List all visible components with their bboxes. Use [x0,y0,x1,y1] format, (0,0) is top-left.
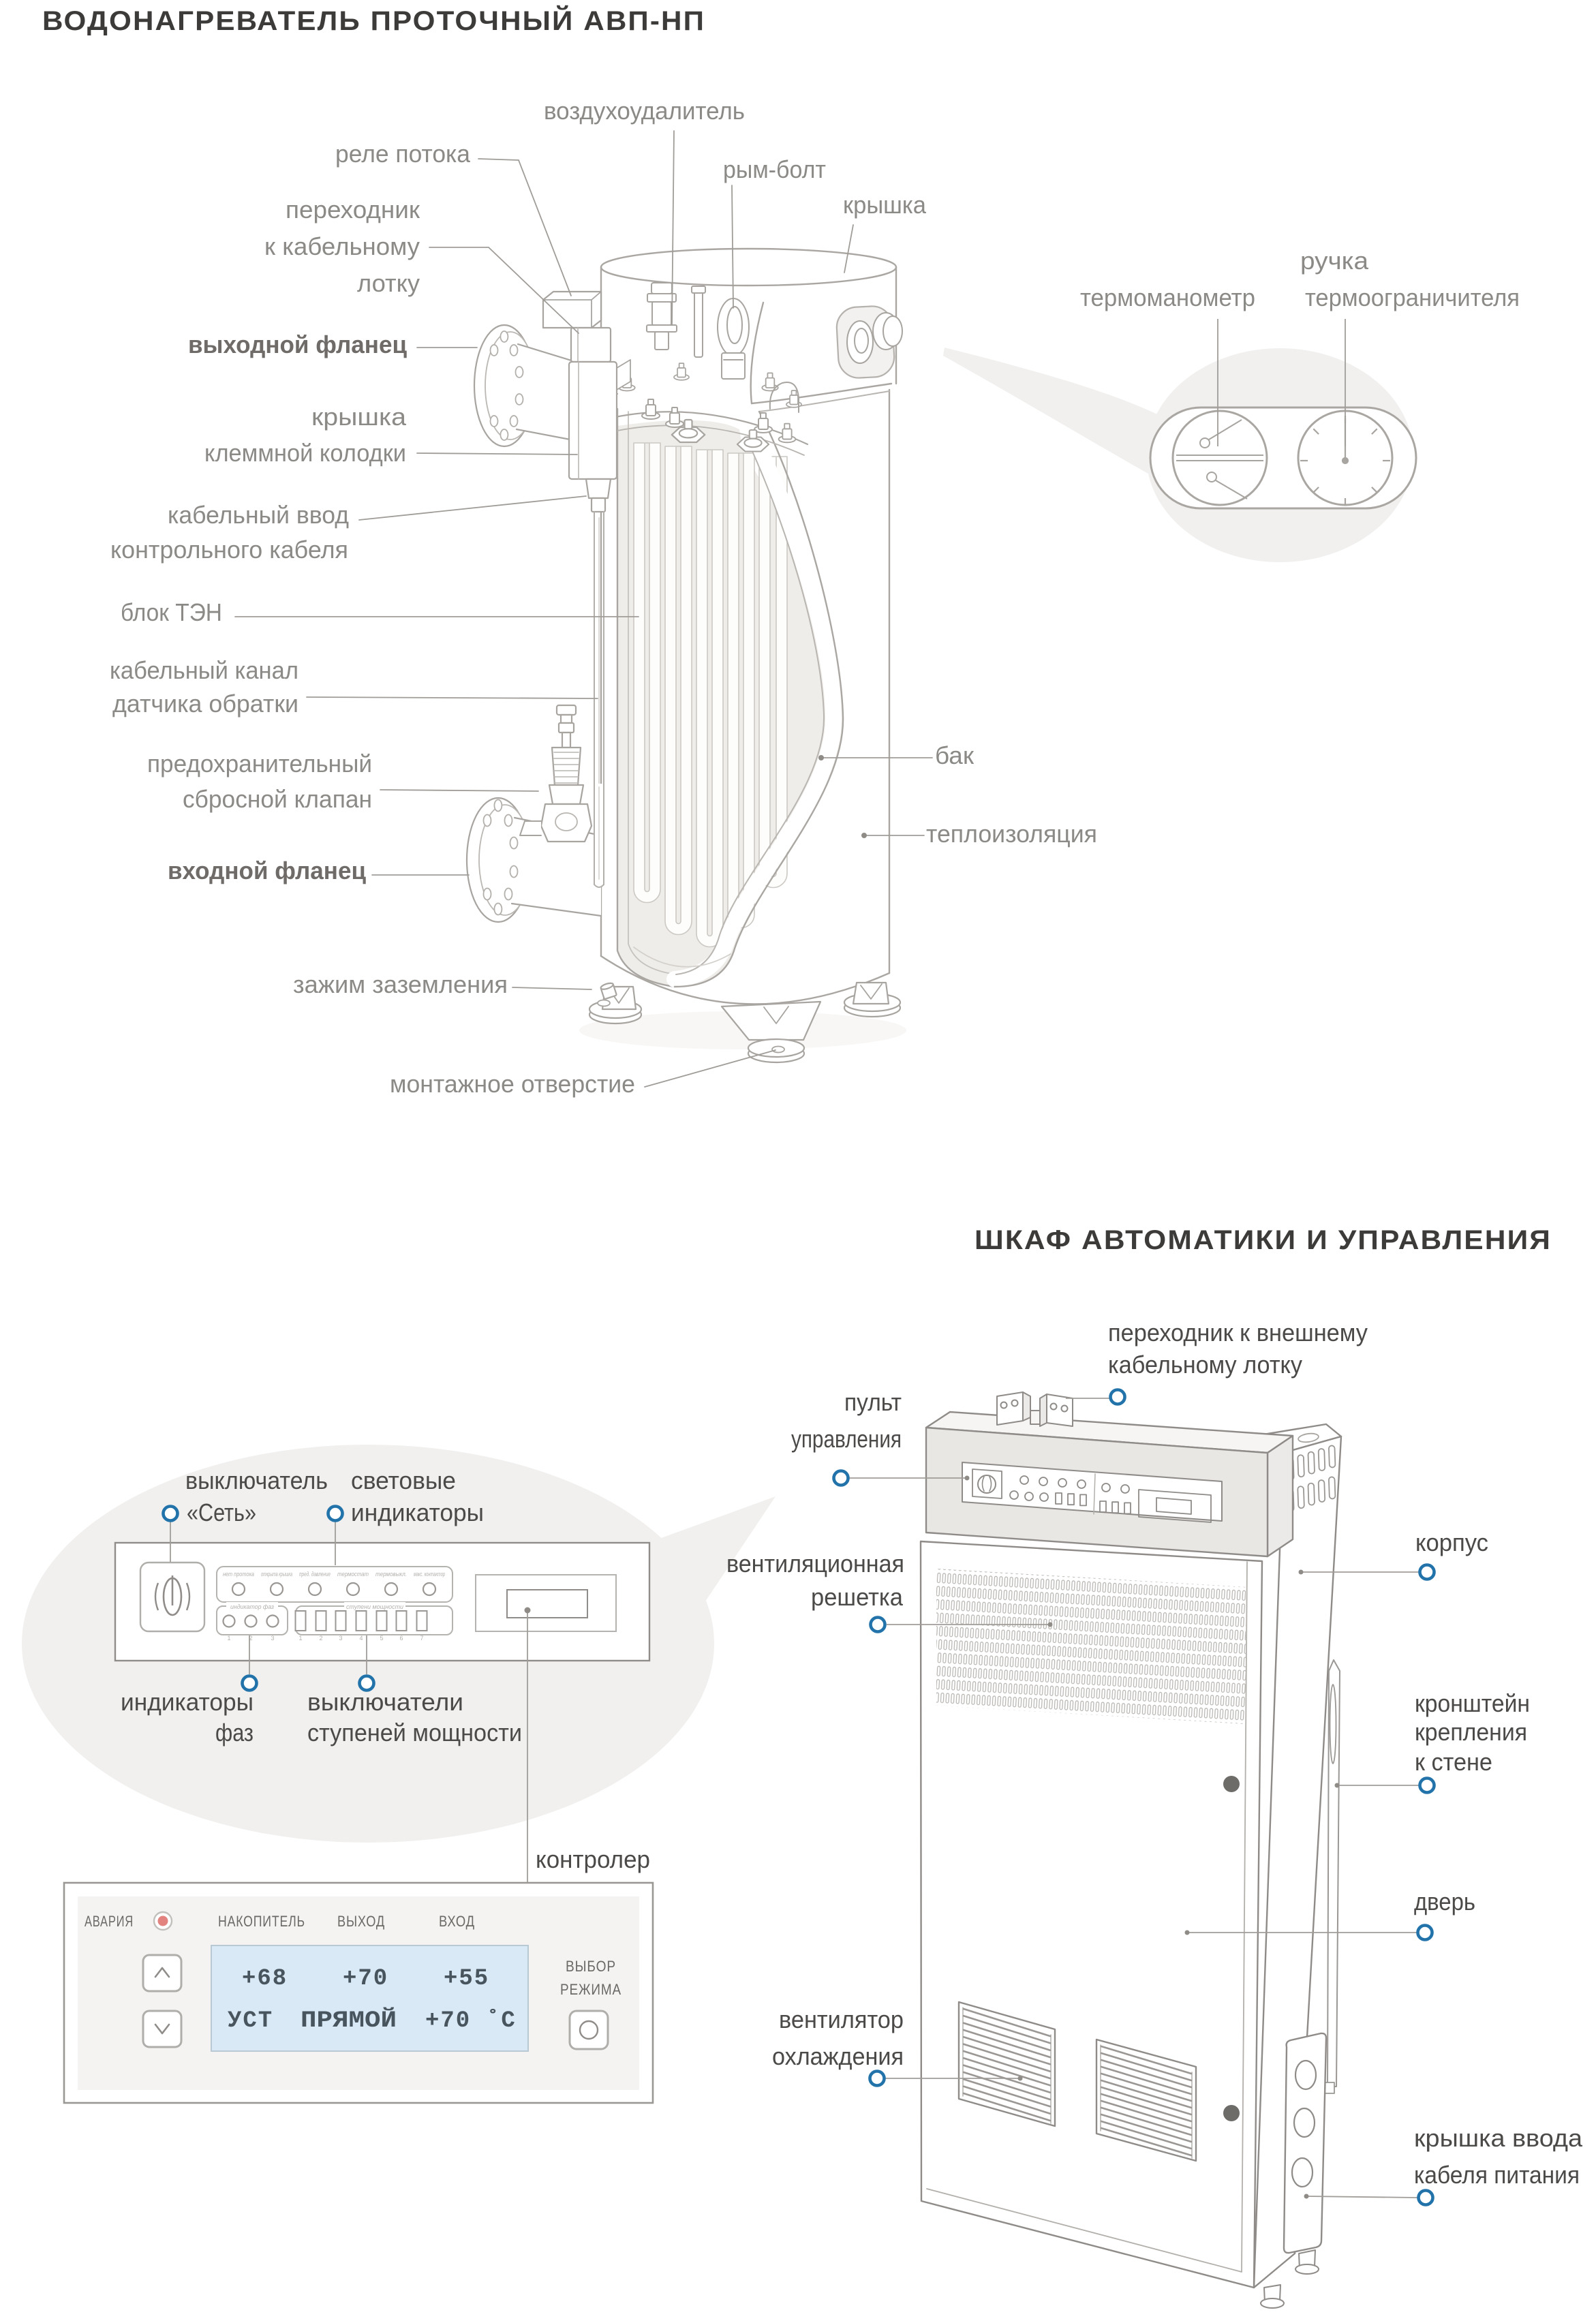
svg-text:крепления: крепления [1415,1718,1527,1746]
svg-text:переходник к внешнему: переходник к внешнему [1108,1319,1368,1347]
svg-text:блок ТЭН: блок ТЭН [121,598,222,626]
svg-text:кабеля питания: кабеля питания [1414,2161,1580,2189]
svg-text:предохранительный: предохранительный [147,750,372,778]
svg-text:к кабельному: к кабельному [264,232,420,260]
svg-text:5: 5 [380,1635,383,1642]
svg-text:1: 1 [298,1635,302,1642]
svg-text:3: 3 [339,1635,342,1642]
svg-text:клеммной колодки: клеммной колодки [204,439,406,467]
svg-text:ШКАФ АВТОМАТИКИ И УПРАВЛЕНИЯ: ШКАФ АВТОМАТИКИ И УПРАВЛЕНИЯ [975,1225,1552,1255]
svg-text:4: 4 [359,1635,363,1642]
svg-text:ступени мощности: ступени мощности [346,1603,403,1610]
svg-text:управления: управления [791,1425,902,1453]
svg-text:1: 1 [227,1635,230,1642]
svg-text:«Сеть»: «Сеть» [187,1498,256,1526]
svg-text:ВОДОНАГРЕВАТЕЛЬ ПРОТОЧНЫЙ АВП-: ВОДОНАГРЕВАТЕЛЬ ПРОТОЧНЫЙ АВП-НП [42,5,705,36]
svg-text:охлаждения: охлаждения [772,2042,904,2070]
svg-text:ВХОД: ВХОД [439,1913,475,1930]
svg-text:контрольного кабеля: контрольного кабеля [110,536,348,564]
svg-text:крышка: крышка [843,191,927,219]
svg-text:лотку: лотку [357,269,420,297]
svg-text:входной фланец: входной фланец [168,857,366,884]
svg-text:контролер: контролер [536,1845,650,1873]
svg-text:корпус: корпус [1415,1528,1488,1556]
svg-text:решетка: решетка [811,1583,904,1611]
svg-text:ПРЯМОЙ: ПРЯМОЙ [301,2007,397,2034]
svg-text:монтажное отверстие: монтажное отверстие [390,1070,635,1098]
svg-text:вентиляционная: вентиляционная [726,1550,904,1578]
svg-text:пред. давление: пред. давление [299,1571,331,1578]
svg-text:зажим заземления: зажим заземления [293,970,508,998]
svg-text:воздухоудалитель: воздухоудалитель [544,97,745,125]
svg-text:ступеней мощности: ступеней мощности [307,1719,522,1747]
svg-text:термоограничителя: термоограничителя [1305,283,1520,311]
svg-text:ВЫХОД: ВЫХОД [337,1913,385,1930]
svg-text:индикаторы: индикаторы [121,1688,254,1716]
svg-text:индикатор фаз: индикатор фаз [230,1603,274,1610]
svg-text:фаз: фаз [215,1719,254,1747]
svg-text:датчика обратки: датчика обратки [112,690,298,718]
svg-text:7: 7 [420,1635,423,1642]
svg-text:РЕЖИМА: РЕЖИМА [560,1981,621,1998]
svg-text:бак: бак [935,741,974,769]
svg-text:сбросной клапан: сбросной клапан [183,785,372,813]
svg-text:выключатель: выключатель [185,1466,328,1494]
svg-text:+70: +70 [343,1966,388,1992]
svg-text:индикаторы: индикаторы [351,1498,484,1526]
svg-text:выходной фланец: выходной фланец [188,330,407,358]
svg-text:вентилятор: вентилятор [779,2005,904,2033]
svg-text:+68: +68 [242,1966,288,1992]
svg-text:термоманометр: термоманометр [1080,283,1255,311]
svg-text:к стене: к стене [1415,1748,1492,1776]
svg-text:НАКОПИТЕЛЬ: НАКОПИТЕЛЬ [218,1913,305,1930]
svg-text:кронштейн: кронштейн [1415,1689,1530,1717]
svg-text:выключатели: выключатели [307,1688,463,1716]
svg-text:6: 6 [399,1635,403,1642]
svg-text:пульт: пульт [844,1388,902,1416]
svg-text:2: 2 [249,1635,252,1642]
svg-text:+70: +70 [425,2008,471,2034]
svg-text:термовыкл.: термовыкл. [375,1571,407,1578]
svg-text:крышка: крышка [311,403,407,431]
svg-text:УСТ: УСТ [228,2008,273,2034]
svg-text:рым-болт: рым-болт [723,155,826,183]
svg-text:ВЫБОР: ВЫБОР [566,1958,616,1975]
svg-text:кабельный ввод: кабельный ввод [168,501,349,529]
svg-text:+55: +55 [444,1966,489,1992]
svg-text:˚C: ˚C [486,2008,517,2034]
svg-text:крышка ввода: крышка ввода [1414,2124,1583,2152]
svg-text:кабельный канал: кабельный канал [110,656,298,684]
svg-text:теплоизоляция: теплоизоляция [926,820,1097,848]
svg-text:термостат: термостат [337,1571,369,1578]
svg-text:нет протока: нет протока [223,1571,254,1578]
svg-text:реле потока: реле потока [335,140,471,168]
svg-text:2: 2 [319,1635,322,1642]
svg-text:кабельному лотку: кабельному лотку [1108,1351,1302,1379]
svg-text:переходник: переходник [286,196,420,224]
svg-text:открыта крышка: открыта крышка [261,1571,292,1578]
svg-text:АВАРИЯ: АВАРИЯ [85,1913,134,1930]
svg-text:ручка: ручка [1300,247,1369,275]
svg-text:3: 3 [271,1635,274,1642]
svg-text:макс. контактор: макс. контактор [414,1571,445,1578]
svg-text:дверь: дверь [1414,1888,1475,1916]
svg-text:световые: световые [351,1466,456,1494]
